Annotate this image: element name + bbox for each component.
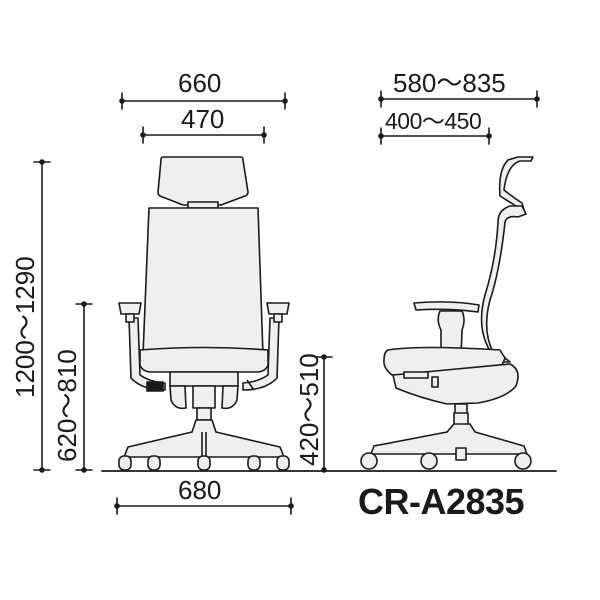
seat-depth-label: 400～450 [385,108,482,134]
right-arm-post [242,317,280,391]
side-view-chair [360,156,534,470]
armrest-height-label: 620～810 [52,349,82,462]
dimension-line-armrest-height [75,301,93,473]
caster [118,455,132,471]
overall-height-label: 1200～1290 [10,256,40,398]
gas-cylinder-housing [192,385,216,409]
overall-depth-label: 580～835 [393,68,506,98]
mechanism-right-cover [221,385,239,410]
dimension-line-back-width [140,126,267,144]
seat-front [139,346,269,373]
seat-mechanism [169,371,239,387]
height-lever [146,381,164,392]
dimension-line-seat-depth [378,127,492,145]
dimension-line-seat-height [315,354,333,473]
mechanism-lever [431,376,439,388]
caster [276,455,290,471]
backrest-frame-side [480,205,527,363]
overall-width-label: 660 [178,68,222,98]
dimension-line-overall-width [119,92,288,110]
caster [147,455,161,471]
center-caster-stem [455,447,467,461]
left-armrest-pad [118,302,142,315]
gas-cylinder [196,407,212,421]
back-width-label: 470 [181,104,225,134]
five-star-base-front [123,419,285,458]
mechanism-detail [403,371,429,379]
model-name: CR-A2835 [358,481,525,522]
headrest-front [157,156,249,206]
caster [247,455,261,471]
left-arm-post [128,317,166,391]
right-armrest-joint [273,313,283,323]
five-star-base-side [370,423,528,455]
mechanism-left-cover [169,385,187,410]
right-armrest-pad [266,302,290,315]
caster-side [420,452,438,470]
caster-side [514,452,532,470]
seat-height-label: 420～510 [294,353,324,466]
tilt-lever [246,379,255,391]
dimension-line-overall-height [33,159,51,473]
caster-side [360,452,378,470]
caster [197,455,211,471]
front-view-chair [118,156,290,471]
dimension-line-base-width [114,497,294,515]
backrest-front [142,207,264,356]
headrest-connector [187,201,219,209]
dimension-line-overall-depth [378,90,540,108]
left-armrest-joint [125,313,135,323]
headrest-side [498,156,534,211]
armrest-side [413,301,480,313]
base-width-label: 680 [178,475,222,505]
